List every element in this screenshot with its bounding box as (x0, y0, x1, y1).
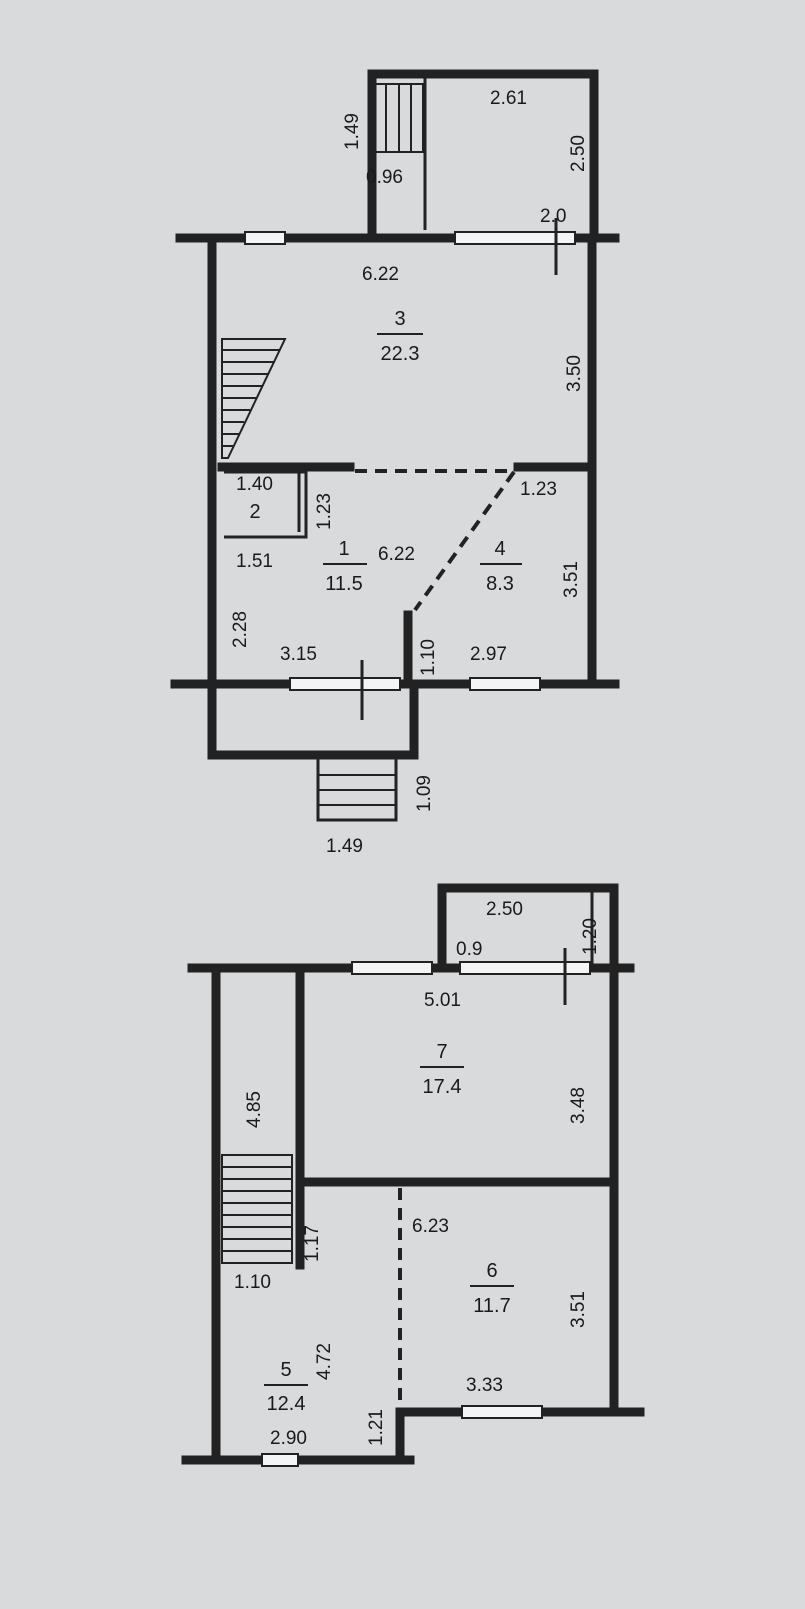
room-2-number: 2 (249, 501, 260, 523)
dimension-label: 2.50 (568, 135, 589, 172)
dimension-label: 1.21 (366, 1409, 387, 1446)
dimension-label: 3.48 (568, 1087, 589, 1124)
room-4-number: 4 (494, 538, 505, 560)
dimension-label: 1.49 (342, 113, 363, 150)
dimension-label: 1.10 (234, 1272, 271, 1293)
room-5-number: 5 (280, 1359, 291, 1381)
dimension-label: 3.51 (561, 561, 582, 598)
dimension-label: 2.90 (270, 1428, 307, 1449)
dimension-label: 0.9 (456, 939, 482, 960)
floor-1-stair (221, 338, 287, 459)
room-1-number: 1 (338, 538, 349, 560)
dimension-label: 6.22 (378, 544, 415, 565)
dimension-label: 2.50 (486, 899, 523, 920)
dimension-label: 2.28 (230, 611, 251, 648)
floor-1-window (454, 231, 576, 245)
dimension-label: 2.0 (540, 206, 566, 227)
dimension-label: 6.22 (362, 264, 399, 285)
dimension-label: 0.96 (366, 167, 403, 188)
dimension-label: 3.15 (280, 644, 317, 665)
dimension-label: 2.97 (470, 644, 507, 665)
floor-1-open-boundary (413, 470, 516, 612)
floor-2-window (351, 961, 433, 975)
floor-2-window (459, 961, 591, 975)
room-3-number: 3 (394, 308, 405, 330)
floor-1-window (244, 231, 286, 245)
dimension-label: 3.51 (568, 1291, 589, 1328)
room-6-number: 6 (486, 1260, 497, 1282)
dimension-label: 6.23 (412, 1216, 449, 1237)
room-7-number: 7 (436, 1041, 447, 1063)
dimension-label: 1.49 (326, 836, 363, 857)
dimension-label: 1.09 (414, 775, 435, 812)
dimension-label: 5.01 (424, 990, 461, 1011)
floor-1-plan: 3 22.3 2 1 11.5 4 8.3 1.49 2.61 2.50 0.9… (170, 69, 620, 857)
room-5-area: 12.4 (267, 1393, 306, 1415)
floor-2-plan: 7 17.4 6 11.7 5 12.4 2.50 1.20 0.9 5.01 … (181, 883, 645, 1467)
room-6-area: 11.7 (473, 1295, 510, 1317)
dimension-label: 1.23 (520, 479, 557, 500)
dimension-label: 2.61 (490, 88, 527, 109)
floor-2-balcony (437, 883, 619, 971)
floor-1-window (469, 677, 541, 691)
floor-1-outer-walls (170, 233, 620, 689)
dimension-label: 1.17 (302, 1225, 323, 1262)
floor-1-window (289, 677, 401, 691)
dimension-label: 1.40 (236, 474, 273, 495)
dimension-label: 4.72 (314, 1343, 335, 1380)
floor-1-closet (224, 470, 308, 539)
dimension-label: 1.20 (580, 918, 601, 955)
room-7-area: 17.4 (423, 1076, 462, 1098)
dimension-label: 1.10 (418, 639, 439, 676)
room-4-area: 8.3 (486, 573, 514, 595)
dimension-label: 4.85 (244, 1091, 265, 1128)
dimension-label: 3.50 (564, 355, 585, 392)
dimension-label: 3.33 (466, 1375, 503, 1396)
dimension-label: 1.51 (236, 551, 273, 572)
floor-2-window (261, 1453, 299, 1467)
floor-2-stair (221, 1154, 293, 1264)
floor-1-balcony (367, 69, 599, 237)
floor-2-window (461, 1405, 543, 1419)
dimension-label: 1.23 (314, 493, 335, 530)
floor-1-porch (207, 683, 419, 760)
room-3-area: 22.3 (381, 343, 420, 365)
room-1-area: 11.5 (325, 573, 362, 595)
